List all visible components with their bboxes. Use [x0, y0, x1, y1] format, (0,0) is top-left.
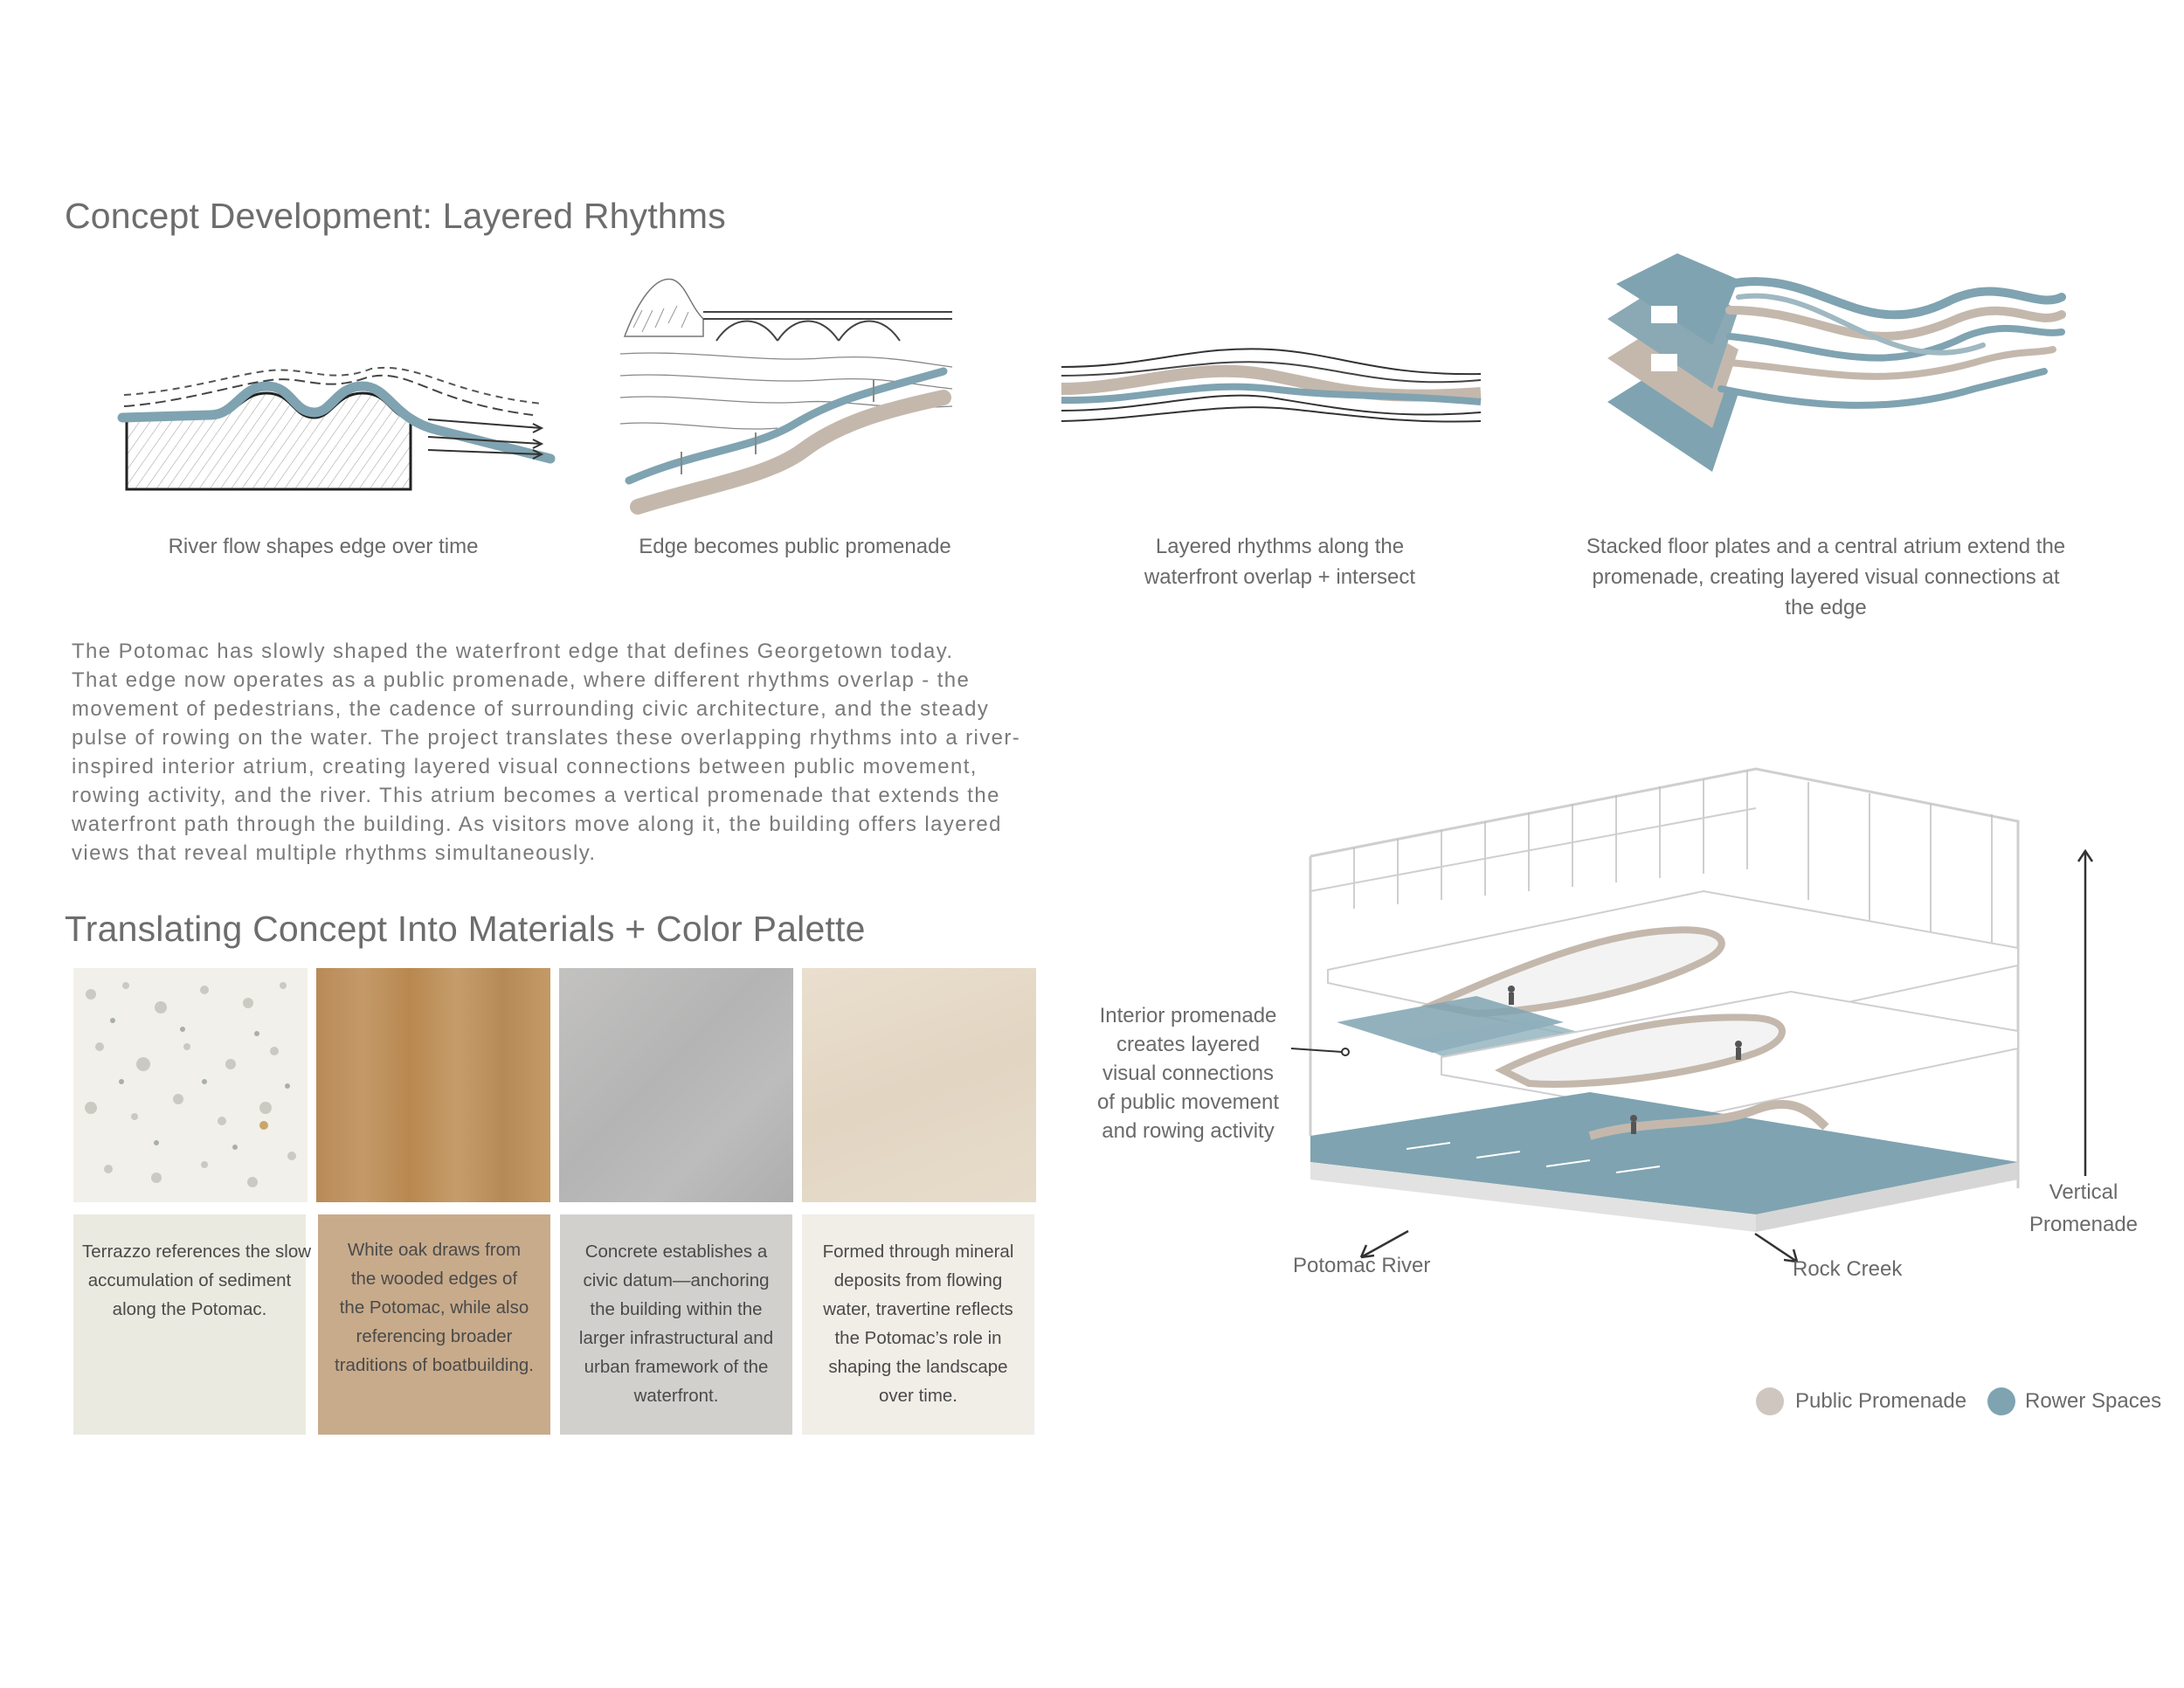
potomac-arrow	[1359, 1229, 1409, 1259]
terrazzo-card: Terrazzo references the slow accumulatio…	[73, 1214, 312, 1435]
card-line: Formed through mineral	[822, 1242, 1014, 1262]
caption-promenade: Edge becomes public promenade	[620, 531, 970, 562]
caption-layered-rhythms: Layered rhythms along the waterfront ove…	[1096, 531, 1463, 592]
caption-line: River flow shapes edge over time	[168, 535, 479, 558]
concept-title: Concept Development: Layered Rhythms	[65, 196, 726, 236]
caption-line: promenade, creating layered visual conne…	[1592, 565, 2060, 589]
card-line: civic datum—anchoring	[583, 1270, 770, 1290]
caption-line: Edge becomes public promenade	[639, 535, 951, 558]
card-line: urban framework of the	[584, 1357, 769, 1377]
card-line: Terrazzo references the slow	[82, 1242, 312, 1262]
interior-promenade-annotation: Interior promenade creates layered visua…	[1088, 1001, 1289, 1145]
annotation-leader	[1290, 1048, 1350, 1056]
rower-spaces-swatch	[1987, 1387, 2015, 1415]
annotation-line: creates layered	[1116, 1033, 1261, 1056]
rower-spaces-legend: Rower Spaces	[2025, 1389, 2162, 1413]
terrazzo-swatch	[73, 968, 308, 1202]
materials-title: Translating Concept Into Materials + Col…	[65, 909, 866, 949]
annotation-line: of public movement	[1096, 1090, 1280, 1114]
rock-creek-label: Rock Creek	[1793, 1257, 1903, 1281]
card-line: the building within the	[590, 1299, 763, 1319]
narrative-paragraph: The Potomac has slowly shaped the waterf…	[72, 637, 1076, 868]
card-line: referencing broader	[356, 1326, 513, 1346]
white-oak-card: White oak draws from the wooded edges of…	[318, 1214, 550, 1435]
potomac-river-label: Potomac River	[1293, 1254, 1431, 1277]
concrete-card: Concrete establishes a civic datum—ancho…	[560, 1214, 792, 1435]
narrative-line: movement of pedestrians, the cadence of …	[72, 697, 990, 721]
narrative-line: inspired interior atrium, creating layer…	[72, 755, 978, 778]
narrative-line: That edge now operates as a public prome…	[72, 668, 971, 692]
card-line: Concrete establishes a	[584, 1242, 768, 1262]
caption-line: Layered rhythms along the	[1155, 535, 1405, 558]
public-promenade-legend: Public Promenade	[1795, 1389, 1967, 1413]
vertical-arrow	[2077, 848, 2094, 1176]
annotation-line: Interior promenade	[1099, 1004, 1277, 1027]
white-oak-swatch	[316, 968, 550, 1202]
card-line: deposits from flowing	[833, 1270, 1003, 1290]
card-line: water, travertine reflects	[823, 1299, 1013, 1319]
travertine-card: Formed through mineral deposits from flo…	[802, 1214, 1034, 1435]
caption-line: waterfront overlap + intersect	[1144, 565, 1416, 589]
vertical-promenade-label: Vertical Promenade	[2018, 1176, 2149, 1241]
annotation-line: visual connections	[1102, 1062, 1275, 1085]
card-line: the Potomac, while also	[339, 1297, 529, 1318]
diagram-stacked-plates	[1607, 253, 2066, 472]
narrative-line: The Potomac has slowly shaped the waterf…	[72, 640, 954, 663]
card-line: shaping the landscape	[828, 1357, 1008, 1377]
rock-creek-arrow	[1754, 1232, 1799, 1263]
diagram-river-flow	[117, 366, 556, 491]
diagram-promenade-bridge	[619, 278, 953, 515]
narrative-line: rowing activity, and the river. This atr…	[72, 784, 1000, 807]
card-line: larger infrastructural and	[578, 1328, 774, 1348]
public-promenade-swatch	[1756, 1387, 1784, 1415]
narrative-line: pulse of rowing on the water. The projec…	[72, 726, 1021, 750]
card-line: along the Potomac.	[112, 1299, 267, 1319]
caption-stacked-plates: Stacked floor plates and a central atriu…	[1555, 531, 2097, 623]
atrium-axonometric	[1309, 767, 2020, 1232]
caption-river-flow: River flow shapes edge over time	[149, 531, 498, 562]
annotation-line: and rowing activity	[1102, 1119, 1275, 1143]
caption-line: the edge	[1785, 596, 1867, 619]
diagram-layered-rhythms	[1061, 348, 1482, 423]
vertical-line: Vertical	[2049, 1180, 2118, 1204]
concrete-swatch	[559, 968, 793, 1202]
card-line: accumulation of sediment	[87, 1270, 292, 1290]
card-line: White oak draws from	[347, 1240, 522, 1260]
vertical-line: Promenade	[2028, 1213, 2139, 1236]
card-line: the Potomac’s role in	[834, 1328, 1002, 1348]
narrative-line: waterfront path through the building. As…	[72, 813, 1002, 836]
card-line: over time.	[879, 1386, 957, 1406]
narrative-line: views that reveal multiple rhythms simul…	[72, 841, 597, 865]
card-line: waterfront.	[633, 1386, 719, 1406]
card-line: traditions of boatbuilding.	[335, 1355, 534, 1375]
caption-line: Stacked floor plates and a central atriu…	[1586, 535, 2066, 558]
travertine-swatch	[802, 968, 1036, 1202]
card-line: the wooded edges of	[350, 1269, 518, 1289]
